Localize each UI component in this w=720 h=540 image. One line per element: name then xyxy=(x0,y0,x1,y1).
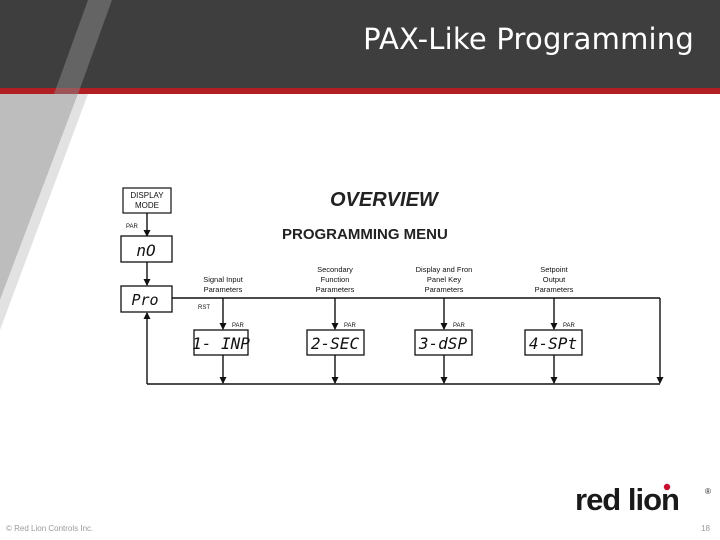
module-1-display xyxy=(193,329,249,356)
module-2-code: 2-SEC xyxy=(311,334,360,353)
module-3-code: 3-dSP xyxy=(418,334,468,353)
rst-label: RST xyxy=(198,305,210,311)
display-pro-value: Pro xyxy=(131,291,158,309)
logo-accent-dot xyxy=(663,483,671,491)
diagram-subtitle: PROGRAMMING MENU xyxy=(282,226,448,243)
module-1-par-label: PAR xyxy=(232,323,245,329)
header-accent-rule xyxy=(0,88,720,94)
module-4-caption-line3: Parameters xyxy=(535,285,574,294)
module-2-caption-line2: Function xyxy=(321,275,350,284)
module-1-caption-line2: Parameters xyxy=(204,285,243,294)
display-no xyxy=(120,235,173,263)
module-4-caption-line2: Output xyxy=(543,275,566,284)
header-bar xyxy=(0,0,720,88)
display-no-value: nO xyxy=(136,241,155,260)
par-label-top: PAR xyxy=(126,224,139,230)
page-title: PAX-Like Programming xyxy=(363,22,694,56)
module-2-par-label: PAR xyxy=(344,323,357,329)
module-4-display xyxy=(524,329,583,356)
module-4-code: 4-SPt xyxy=(529,334,577,353)
module-1-code: 1- INP xyxy=(192,334,250,353)
module-4-par-label: PAR xyxy=(563,323,576,329)
logo-wordmark: red lion xyxy=(575,482,679,517)
module-2-display xyxy=(306,329,365,356)
logo-registered-mark: ® xyxy=(705,487,711,496)
display-mode-label-line2: MODE xyxy=(135,201,159,210)
module-1-caption-line1: Signal Input xyxy=(203,275,244,284)
module-2-caption-line3: Parameters xyxy=(316,285,355,294)
module-3-par-label: PAR xyxy=(453,323,466,329)
page-number: 18 xyxy=(701,524,710,533)
red-lion-logo: red lion ® xyxy=(575,482,711,517)
module-3-caption-line1: Display and Fron xyxy=(416,265,473,274)
module-3-caption-line3: Parameters xyxy=(425,285,464,294)
display-mode-label-line1: DISPLAY xyxy=(130,191,164,200)
copyright-footer: © Red Lion Controls Inc. xyxy=(6,524,94,533)
module-2-caption-line1: Secondary xyxy=(317,265,353,274)
diagram-title: OVERVIEW xyxy=(330,189,440,211)
stripe-header xyxy=(54,0,112,94)
stripe-light xyxy=(0,94,88,330)
module-3-caption-line2: Panel Key xyxy=(427,275,461,284)
module-4-caption-line1: Setpoint xyxy=(540,265,568,274)
